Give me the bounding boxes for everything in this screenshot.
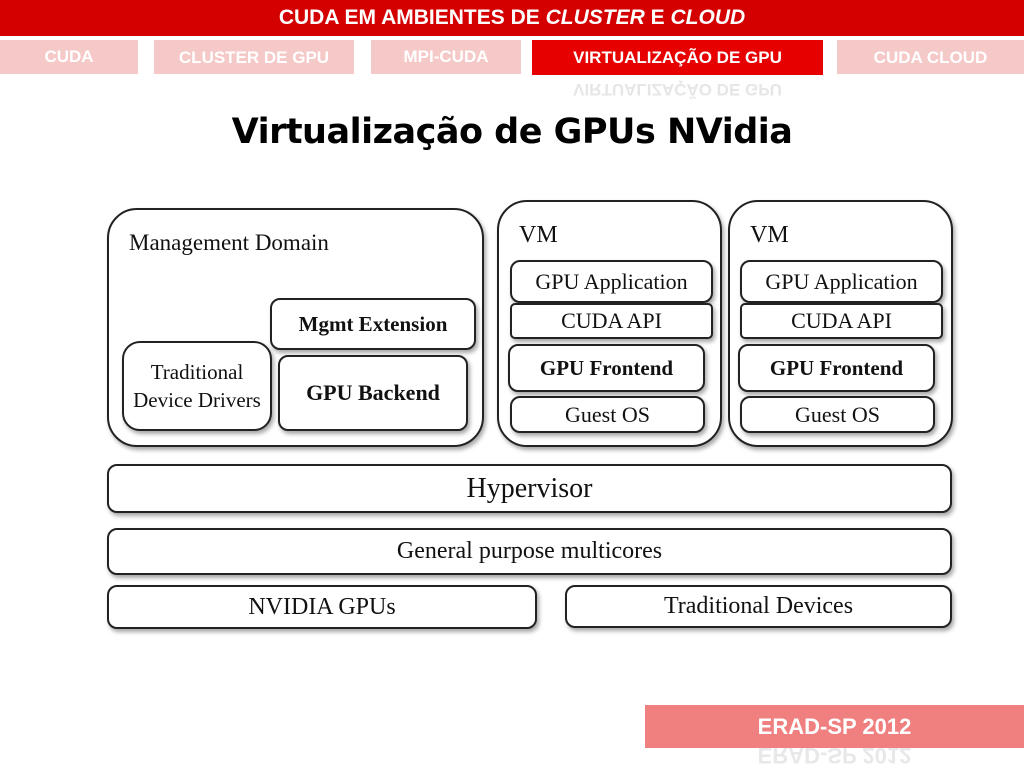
gpu-backend-box: GPU Backend: [278, 355, 468, 431]
header-title-prefix: CUDA EM AMBIENTES DE: [278, 6, 540, 29]
footer-bar: ERAD-SP 2012: [645, 705, 1024, 748]
active-tab-reflection: VIRTUALIZAÇÃO DE GPU: [532, 75, 823, 105]
footer-label: ERAD-SP 2012: [757, 714, 912, 739]
vm2-guest-os-box: Guest OS: [740, 396, 935, 433]
vm1-cuda-api-label: CUDA API: [561, 308, 662, 333]
hypervisor-box: Hypervisor: [107, 464, 952, 513]
tab-mpi-cuda-label: MPI-CUDA: [403, 47, 489, 66]
active-tab-reflection-text: VIRTUALIZAÇÃO DE GPU: [573, 80, 782, 99]
tab-cuda-label: CUDA: [44, 47, 94, 66]
multicores-label: General purpose multicores: [396, 538, 663, 564]
header-title-and: E: [650, 6, 665, 29]
tab-cluster-de-gpu[interactable]: CLUSTER DE GPU: [154, 40, 354, 74]
vm1-cuda-api-box: CUDA API: [510, 303, 713, 339]
tab-virtualizacao-label: VIRTUALIZAÇÃO DE GPU: [573, 48, 782, 67]
mgmt-extension-box: Mgmt Extension: [270, 298, 476, 350]
vm2-gpu-application-box: GPU Application: [740, 260, 943, 303]
vm2-gpu-frontend-box: GPU Frontend: [738, 344, 935, 392]
vm1-gpu-application-label: GPU Application: [535, 268, 688, 294]
traditional-devices-box: Traditional Devices: [565, 585, 952, 628]
tab-mpi-cuda[interactable]: MPI-CUDA: [371, 40, 521, 74]
vm1-gpu-frontend-label: GPU Frontend: [539, 355, 674, 380]
vm1-guest-os-label: Guest OS: [565, 401, 650, 427]
traditional-devices-label: Traditional Devices: [663, 593, 854, 619]
vm2-label: VM: [750, 222, 789, 248]
vm2-cuda-api-box: CUDA API: [740, 303, 943, 339]
tab-cluster-de-gpu-label: CLUSTER DE GPU: [178, 48, 330, 67]
vm2-gpu-frontend-label: GPU Frontend: [769, 355, 904, 380]
mgmt-extension-label: Mgmt Extension: [298, 311, 448, 336]
nvidia-gpus-label: NVIDIA GPUs: [248, 593, 396, 620]
header-title-cloud: CLOUD: [670, 6, 746, 29]
traditional-drivers-box: Traditional Device Drivers: [122, 341, 272, 431]
tab-cuda[interactable]: CUDA: [0, 40, 138, 74]
vm2-cuda-api-label: CUDA API: [791, 308, 892, 333]
tab-virtualizacao-de-gpu[interactable]: VIRTUALIZAÇÃO DE GPU: [532, 40, 823, 75]
footer-reflection: ERAD-SP 2012: [645, 748, 1024, 768]
vm1-label: VM: [519, 222, 558, 248]
vm2-guest-os-label: Guest OS: [795, 401, 880, 427]
vm2-gpu-application-label: GPU Application: [765, 268, 918, 294]
vm1-guest-os-box: Guest OS: [510, 396, 705, 433]
hypervisor-label: Hypervisor: [466, 472, 593, 504]
multicores-box: General purpose multicores: [107, 528, 952, 575]
nvidia-gpus-box: NVIDIA GPUs: [107, 585, 537, 629]
management-domain-label: Management Domain: [129, 230, 329, 255]
footer-reflection-text: ERAD-SP 2012: [757, 748, 912, 768]
header-title-cluster: CLUSTER: [545, 6, 645, 29]
tab-cuda-cloud[interactable]: CUDA CLOUD: [837, 40, 1024, 74]
vm1-gpu-frontend-box: GPU Frontend: [508, 344, 705, 392]
gpu-backend-label: GPU Backend: [306, 380, 440, 405]
vm1-gpu-application-box: GPU Application: [510, 260, 713, 303]
header-bar: CUDA EM AMBIENTES DE CLUSTER E CLOUD: [0, 0, 1024, 36]
traditional-drivers-label: Traditional Device Drivers: [133, 360, 261, 412]
tab-cuda-cloud-label: CUDA CLOUD: [873, 48, 988, 67]
slide-title: Virtualização de GPUs NVidia: [231, 112, 793, 152]
